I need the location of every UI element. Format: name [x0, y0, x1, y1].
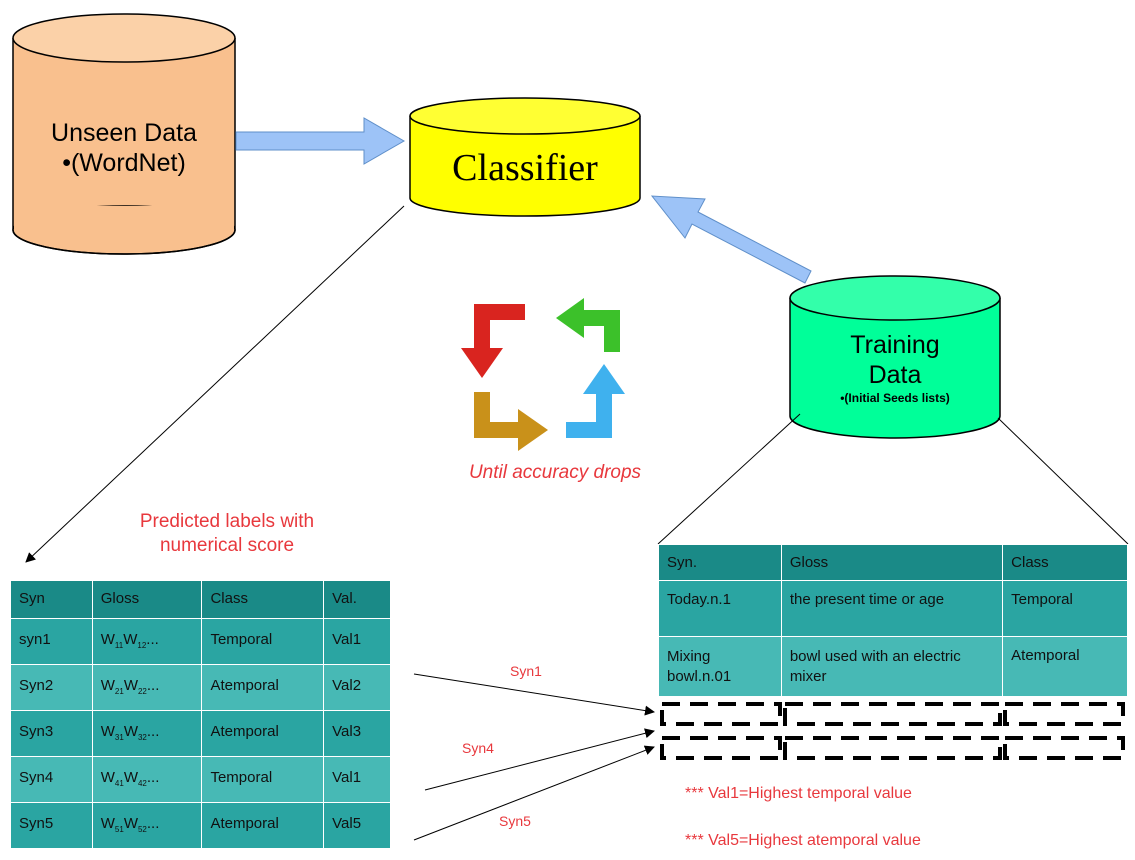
header-class: Class: [1002, 544, 1128, 581]
predictions-table: Syn Gloss Class Val. syn1 W11W12... Temp…: [10, 580, 391, 849]
predicted-caption: Predicted labels with numerical score: [82, 510, 372, 558]
table-row: syn1 W11W12... Temporal Val1: [10, 618, 391, 665]
training-seeds-table: Syn. Gloss Class Today.n.1 the present t…: [658, 544, 1128, 697]
row-val: Val5: [323, 802, 391, 849]
zoom-line-left: [657, 413, 801, 545]
syn4-arrow: [424, 728, 655, 791]
unseen-to-classifier-arrow: [235, 117, 406, 165]
row-class: Temporal: [201, 618, 325, 665]
row-class: Temporal: [1002, 580, 1128, 637]
zoom-line-right: [997, 417, 1129, 545]
row-class: Atemporal: [1002, 636, 1128, 697]
predicted-caption-line2: numerical score: [159, 535, 295, 556]
header-class: Class: [201, 580, 325, 619]
cycle-icon: [461, 298, 625, 451]
training-to-classifier-arrow: [650, 195, 812, 284]
table-row: Mixing bowl.n.01 bowl used with an elect…: [658, 636, 1128, 697]
header-syn: Syn.: [658, 544, 782, 581]
row-gloss: bowl used with an electric mixer: [780, 636, 1004, 697]
training-data-title-1: Training: [850, 331, 940, 359]
table-row: Syn5 W51W52... Atemporal Val5: [10, 802, 391, 849]
classifier-to-predictions-line: [25, 205, 405, 563]
training-data-label: Training Data •(Initial Seeds lists): [790, 330, 1000, 406]
syn5-arrow: [413, 745, 655, 841]
row-syn: Syn2: [10, 664, 93, 711]
unseen-data-cylinder: [12, 13, 236, 255]
row-val: Val3: [323, 710, 391, 757]
syn4-arrow-label: Syn4: [462, 740, 494, 756]
row-gloss: W21W22...: [91, 664, 203, 711]
row-syn: Today.n.1: [658, 580, 782, 637]
syn1-arrow-label: Syn1: [510, 663, 542, 679]
row-gloss: W51W52...: [91, 802, 203, 849]
syn1-arrow: [413, 673, 655, 716]
unseen-data-label: Unseen Data •(WordNet): [13, 118, 235, 178]
training-data-title-2: Data: [868, 361, 922, 389]
unseen-data-title: Unseen Data: [51, 119, 197, 147]
row-syn: Mixing bowl.n.01: [658, 636, 782, 697]
row-syn: Syn3: [10, 710, 93, 757]
header-gloss: Gloss: [780, 544, 1004, 581]
table-row: Today.n.1 the present time or age Tempor…: [658, 580, 1128, 637]
row-class: Temporal: [201, 756, 325, 803]
note-val1: *** Val1=Highest temporal value: [685, 785, 912, 802]
training-data-cylinder: [789, 275, 1001, 439]
header-val: Val.: [323, 580, 391, 619]
row-val: Val1: [323, 618, 391, 665]
note-val5: *** Val5=Highest atemporal value: [685, 832, 921, 849]
table-row: Syn2 W21W22... Atemporal Val2: [10, 664, 391, 711]
row-gloss: W31W32...: [91, 710, 203, 757]
header-syn: Syn: [10, 580, 93, 619]
predicted-caption-line1: Predicted labels with: [139, 511, 315, 532]
row-gloss: W41W42...: [91, 756, 203, 803]
row-class: Atemporal: [201, 664, 325, 711]
predictions-header-row: Syn Gloss Class Val.: [10, 580, 391, 619]
row-syn: Syn5: [10, 802, 93, 849]
table-row: Syn3 W31W32... Atemporal Val3: [10, 710, 391, 757]
row-val: Val1: [323, 756, 391, 803]
row-val: Val2: [323, 664, 391, 711]
row-syn: Syn4: [10, 756, 93, 803]
header-gloss: Gloss: [91, 580, 203, 619]
training-data-source: •(Initial Seeds lists): [840, 391, 950, 405]
row-gloss: the present time or age: [780, 580, 1004, 637]
syn5-arrow-label: Syn5: [499, 813, 531, 829]
row-class: Atemporal: [201, 710, 325, 757]
row-syn: syn1: [10, 618, 93, 665]
row-class: Atemporal: [201, 802, 325, 849]
table-row: Syn4 W41W42... Temporal Val1: [10, 756, 391, 803]
empty-row-placeholders: [660, 702, 1125, 760]
classifier-cylinder: [409, 97, 641, 217]
classifier-label: Classifier: [452, 147, 598, 189]
loop-caption: Until accuracy drops: [468, 462, 642, 483]
unseen-data-source: •(WordNet): [62, 149, 186, 177]
seeds-header-row: Syn. Gloss Class: [658, 544, 1128, 581]
row-gloss: W11W12...: [91, 618, 203, 665]
